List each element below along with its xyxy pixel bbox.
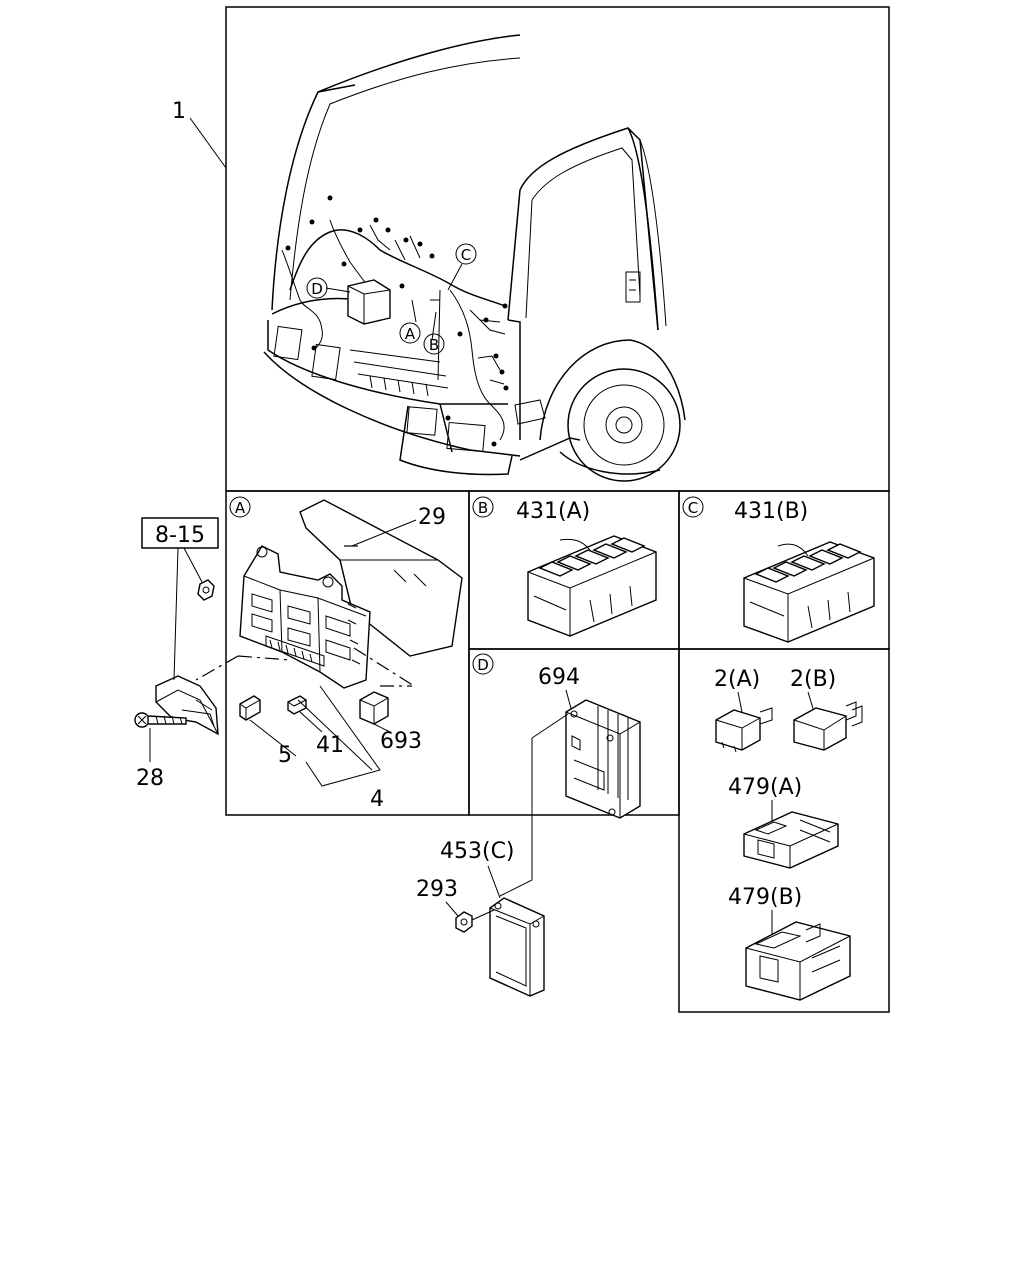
svg-text:C: C	[461, 246, 471, 264]
callout-b-cab: B	[423, 333, 445, 355]
fuse-box-cover-drawing	[299, 499, 463, 657]
label-nut-293: 293	[416, 877, 458, 902]
svg-text:D: D	[311, 280, 323, 298]
label-relay-2a: 2(A)	[714, 667, 760, 692]
label-relay-2b: 2(B)	[790, 667, 836, 692]
reference-box: 8-15	[141, 517, 219, 549]
svg-text:B: B	[429, 336, 439, 354]
callout-d-panel: D	[472, 653, 494, 675]
callout-a-cab: A	[399, 322, 421, 344]
fuse-box-body-drawing	[239, 545, 371, 689]
relay-2a-drawing	[715, 707, 773, 753]
panel-frames	[225, 6, 890, 1013]
callout-b-panel: B	[472, 496, 494, 518]
label-fuse-5: 5	[278, 743, 292, 768]
label-fuse-4: 4	[370, 787, 384, 812]
svg-text:B: B	[478, 499, 488, 517]
label-ref-box: 8-15	[155, 523, 205, 548]
label-main-assembly: 1	[172, 99, 186, 124]
relay-693-drawing	[359, 691, 389, 725]
svg-text:C: C	[688, 499, 698, 517]
connector-479b-drawing	[745, 921, 851, 1001]
relay-431b-drawing	[743, 541, 875, 643]
truck-cab-drawing	[263, 34, 686, 482]
connector-479a-drawing	[743, 811, 839, 869]
callout-d-cab: D	[306, 277, 328, 299]
callout-c-cab: C	[455, 243, 477, 265]
svg-text:A: A	[405, 325, 416, 343]
nut-drawing	[197, 579, 215, 601]
callout-c-panel: C	[682, 496, 704, 518]
fuse-5-drawing	[239, 695, 261, 721]
label-connector-479b: 479(B)	[728, 885, 802, 910]
module-694-drawing	[565, 699, 641, 819]
label-fuse-41: 41	[316, 733, 344, 758]
relay-2b-drawing	[793, 701, 863, 751]
label-relay-431b: 431(B)	[734, 499, 808, 524]
label-bracket-453c: 453(C)	[440, 839, 515, 864]
callout-a-panel: A	[229, 496, 251, 518]
label-fuse-box-cover: 29	[418, 505, 446, 530]
label-connector-479a: 479(A)	[728, 775, 802, 800]
label-relay-431a: 431(A)	[516, 499, 590, 524]
nut-293-drawing	[455, 911, 473, 933]
bracket-453c-drawing	[489, 897, 545, 997]
label-relay-693: 693	[380, 729, 422, 754]
relay-431a-drawing	[527, 535, 657, 637]
bracket-drawing	[155, 675, 219, 736]
label-bolt: 28	[136, 766, 164, 791]
bolt-drawing	[134, 712, 187, 728]
wiring-harness-drawing	[281, 195, 509, 447]
svg-text:A: A	[235, 499, 246, 517]
svg-text:D: D	[477, 656, 489, 674]
label-module-694: 694	[538, 665, 580, 690]
